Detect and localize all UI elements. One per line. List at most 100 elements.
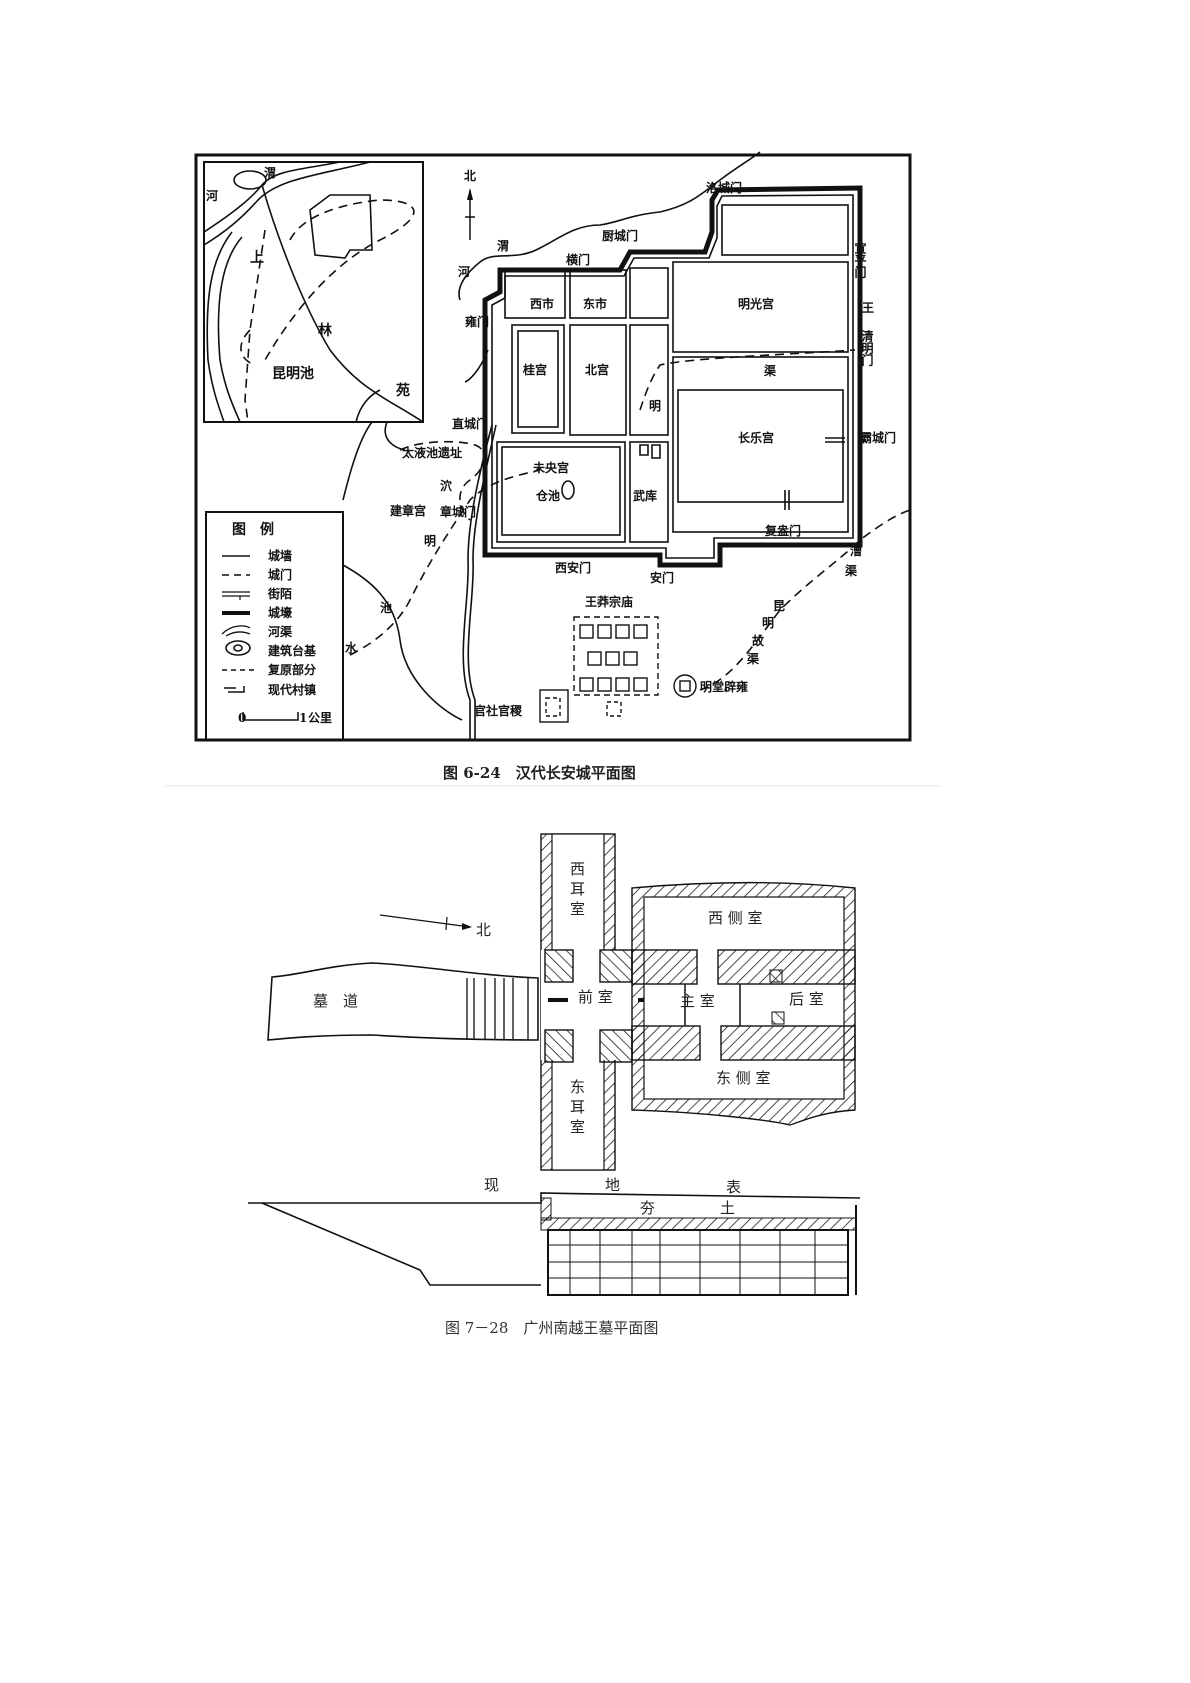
map-label: 洛城门: [706, 180, 742, 195]
inset-label: 林: [318, 322, 332, 339]
inset-label: 苑: [395, 383, 410, 399]
map-label: 渭: [497, 238, 509, 253]
front-chamber-label: 前 室: [578, 988, 613, 1006]
legend-item: 现代村镇: [268, 682, 316, 697]
map-label: 明堂辟雍: [700, 679, 748, 694]
map-label: 渠: [845, 563, 857, 578]
tomb-section: 现 地 表 夯 土: [248, 1176, 861, 1296]
map-label: 昆: [773, 599, 785, 613]
map-label: 建章宫: [389, 503, 426, 518]
section-label: 地: [605, 1176, 620, 1194]
map-label: 渠: [764, 363, 776, 378]
rear-chamber-label: 后 室: [789, 990, 824, 1008]
map-label: 长乐宫: [738, 430, 774, 445]
map-label: 渠: [747, 651, 759, 666]
map-frame: [194, 153, 912, 742]
north-label: 北: [476, 921, 491, 939]
map-label: 太液池遗址: [402, 445, 462, 460]
map-label: 明: [649, 399, 661, 413]
map-label: 漕: [850, 543, 862, 558]
map-label: 安门: [650, 570, 674, 585]
river: [458, 151, 761, 301]
legend-item: 河渠: [267, 624, 292, 639]
figure2-caption: 图 7－28 广州南越王墓平面图: [445, 1319, 658, 1337]
legend-item: 城墙: [268, 548, 292, 563]
wangmang-temple: [539, 616, 697, 723]
map-label: 章城门: [440, 504, 476, 519]
scale-bar: [242, 712, 299, 721]
mingqu-channel: [639, 349, 856, 411]
section-label: 土: [720, 1199, 735, 1217]
west-ear-chamber-label: 室: [570, 900, 585, 918]
map-label: 桂宫: [522, 362, 547, 377]
city-wall: [482, 185, 863, 568]
city-blocks: [496, 204, 849, 543]
main-chamber-label: 主 室: [680, 992, 715, 1010]
river: [342, 564, 463, 721]
dromos-label: 墓 道: [313, 992, 358, 1010]
map-label: 池: [380, 600, 392, 615]
map-label: 霸城门: [860, 430, 896, 445]
scale-zero: 0: [238, 711, 246, 725]
map-label: 武库: [633, 488, 657, 503]
west-ear-chamber-label: 西: [570, 860, 585, 878]
map-label: 直城门: [452, 416, 488, 431]
map-label: 王莽宗庙: [585, 594, 633, 609]
east-ear-chamber-label: 耳: [570, 1098, 585, 1116]
river: [462, 424, 493, 740]
north-arrow: 北: [379, 914, 491, 939]
legend-title: 图 例: [232, 521, 274, 538]
east-ear-chamber-label: 东: [570, 1078, 585, 1096]
cao-channel: [699, 509, 911, 691]
map-label: 宣平门: [853, 241, 867, 279]
inset-label: 河: [205, 188, 218, 203]
inset-label: 渭: [264, 165, 276, 180]
map-label: 厨城门: [602, 228, 638, 243]
west-side-chamber-label: 西 侧 室: [708, 909, 763, 927]
map-label: 雍门: [465, 314, 489, 329]
map-label: 故: [752, 633, 765, 648]
legend-item: 街陌: [267, 586, 292, 601]
section-label: 现: [484, 1176, 499, 1194]
river: [342, 421, 373, 501]
dromos: [267, 962, 539, 1041]
map-label: 泬: [440, 478, 452, 493]
map-label: 未央宫: [532, 460, 569, 475]
map-label: 明: [424, 534, 436, 548]
map-label: 水: [345, 640, 358, 655]
legend-item: 城壕: [268, 605, 293, 620]
legend-item: 建筑台基: [267, 643, 317, 658]
map-label: 王: [862, 301, 874, 315]
map-label: 西安门: [555, 560, 591, 575]
west-ear-chamber-label: 耳: [570, 880, 585, 898]
east-side-chamber-label: 东 侧 室: [716, 1069, 771, 1087]
kunming-channel: [349, 469, 541, 656]
north-arrow: 北: [464, 168, 476, 240]
inset-label: 上: [250, 250, 264, 266]
changan-city-map: 渭 河 上 林 苑 昆明池 图 例 城墙 城门 街陌 城壕 河渠 建筑台基 复原…: [194, 151, 912, 742]
map-label: 仓池: [535, 488, 560, 503]
map-label: 清明门: [860, 329, 874, 367]
scale-unit: 公里: [308, 710, 332, 725]
dromos-steps: [466, 978, 529, 1040]
map-labels: 洛城门 厨城门 横门 西市 东市 明光宫 宣平门 王 清明门 桂宫 北宫 雍门 …: [345, 180, 896, 718]
inset-label: 昆明池: [272, 365, 314, 382]
north-label: 北: [464, 168, 476, 183]
figure1-caption: 图 6-24 汉代长安城平面图: [443, 764, 636, 782]
east-ear-chamber-label: 室: [570, 1118, 585, 1136]
section-label: 夯: [640, 1199, 655, 1217]
map-label: 明: [762, 616, 774, 630]
legend-item: 复原部分: [267, 662, 316, 677]
section-label: 表: [726, 1178, 741, 1196]
map-label: 河: [457, 264, 470, 279]
scale-one: 1: [299, 711, 307, 725]
inset-map: 渭 河 上 林 苑 昆明池: [203, 161, 424, 423]
map-label: 横门: [566, 252, 590, 267]
map-label: 北宫: [585, 362, 609, 377]
map-label: 明光宫: [738, 296, 774, 311]
map-label: 东市: [583, 296, 607, 311]
nanyue-tomb-plan: 北 墓 道 前 室 主 室 后 室 西 耳 室 东 耳 室 西: [248, 833, 861, 1296]
map-label: 西市: [530, 296, 554, 311]
map-label: 复盎门: [764, 523, 801, 538]
